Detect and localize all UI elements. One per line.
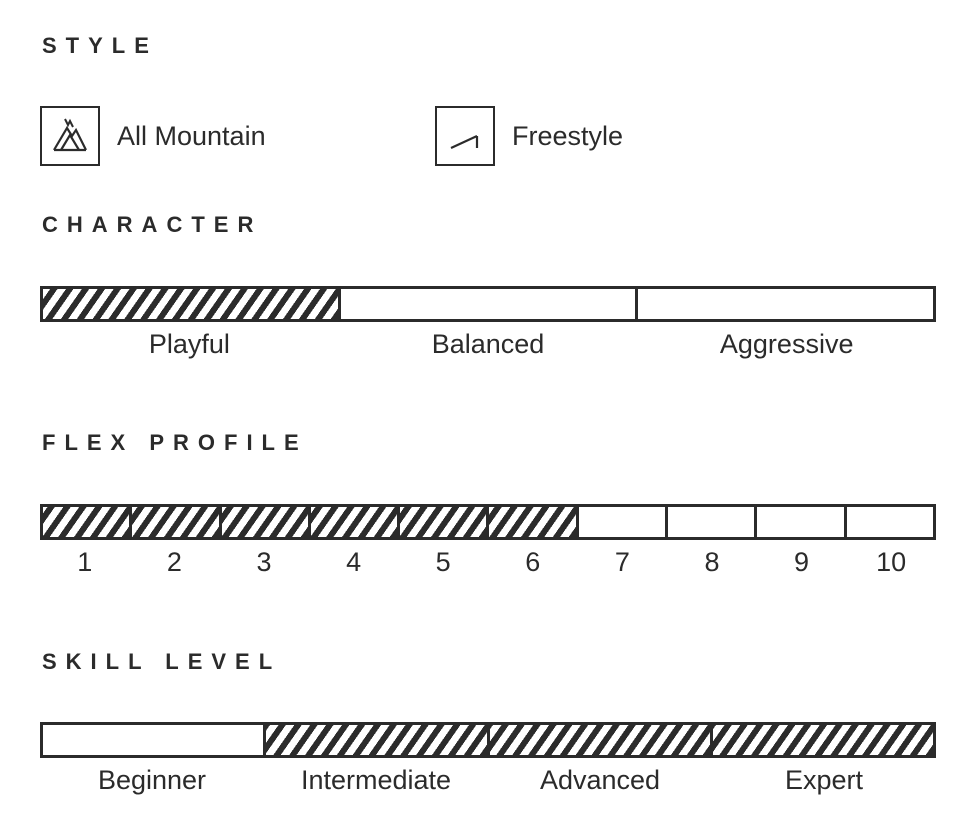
flex-segment-3 (221, 507, 311, 537)
style-item-all-mountain: All Mountain (40, 106, 266, 166)
skill-label: Intermediate (300, 765, 452, 795)
flex-segment-7 (579, 507, 669, 537)
skill-level-bar (40, 722, 936, 758)
ramp-icon (435, 106, 495, 166)
flex-label: 9 (794, 547, 810, 577)
flex-label: 4 (346, 547, 362, 577)
mountain-icon (40, 106, 100, 166)
skill-segment-beginner (43, 725, 267, 755)
flex-segment-1 (43, 507, 133, 537)
flex-label: 3 (256, 547, 272, 577)
skill-label: Expert (784, 765, 864, 795)
character-bar (40, 286, 936, 322)
flex-segment-10 (847, 507, 933, 537)
flex-profile-heading: FLEX PROFILE (42, 430, 308, 455)
flex-segment-9 (757, 507, 847, 537)
skill-segment-intermediate (266, 725, 490, 755)
character-segment-aggressive (638, 289, 933, 319)
character-labels: Playful Balanced Aggressive (40, 329, 936, 359)
flex-label: 1 (77, 547, 93, 577)
flex-label: 8 (704, 547, 720, 577)
flex-label: 6 (525, 547, 541, 577)
flex-label: 10 (876, 547, 907, 577)
skill-label: Advanced (539, 765, 661, 795)
skill-level-heading: SKILL LEVEL (42, 649, 282, 674)
style-item-freestyle: Freestyle (435, 106, 623, 166)
flex-label: 7 (614, 547, 630, 577)
flex-profile-bar (40, 504, 936, 540)
character-label: Aggressive (719, 329, 854, 359)
character-segment-playful (43, 289, 341, 319)
character-label: Balanced (431, 329, 545, 359)
skill-segment-advanced (489, 725, 713, 755)
flex-label: 5 (435, 547, 451, 577)
skill-label: Beginner (97, 765, 207, 795)
flex-segment-5 (400, 507, 490, 537)
style-label: All Mountain (117, 120, 266, 151)
skill-segment-expert (712, 725, 933, 755)
flex-segment-2 (132, 507, 222, 537)
flex-segment-8 (668, 507, 758, 537)
skill-level-labels: Beginner Intermediate Advanced Expert (40, 765, 936, 795)
character-segment-balanced (341, 289, 639, 319)
flex-segment-4 (310, 507, 401, 537)
flex-profile-labels: 1 2 3 4 5 6 7 8 9 10 (40, 547, 936, 577)
flex-segment-6 (489, 507, 579, 537)
character-heading: CHARACTER (42, 212, 263, 237)
style-label: Freestyle (512, 120, 624, 151)
flex-label: 2 (166, 547, 182, 577)
character-label: Playful (148, 329, 230, 359)
style-heading: STYLE (42, 33, 158, 58)
